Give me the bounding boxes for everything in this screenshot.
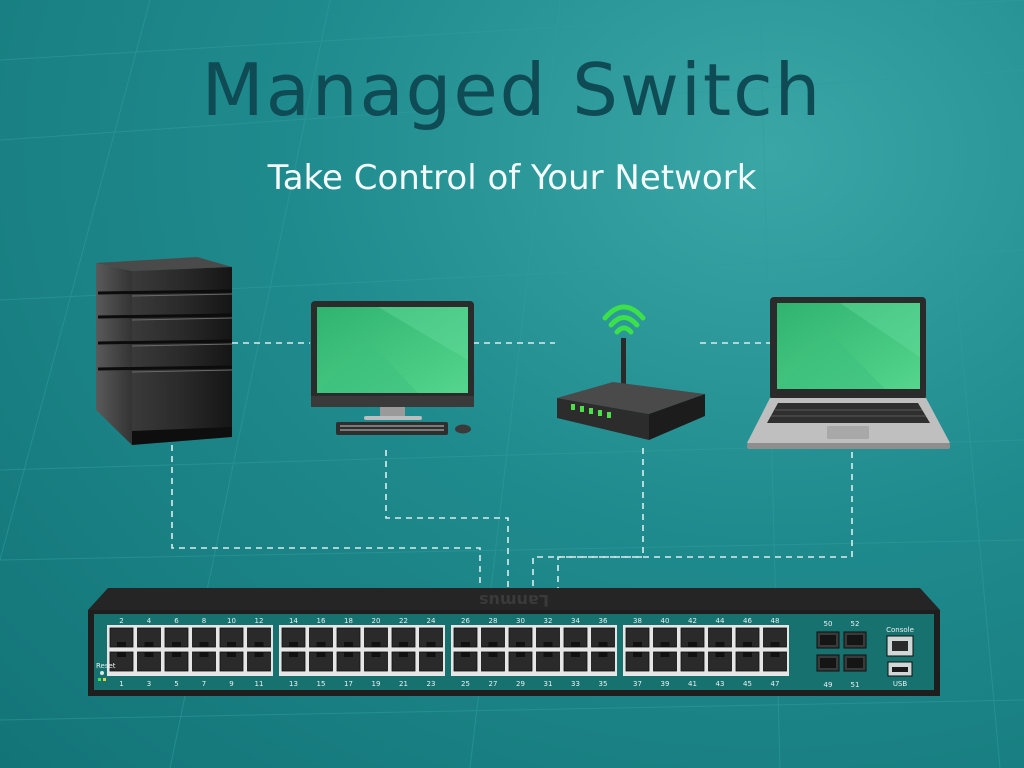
port-number-label: 38 [633, 617, 642, 625]
page-subtitle: Take Control of Your Network [267, 158, 757, 198]
port-number-label: 22 [399, 617, 408, 625]
laptop-icon [747, 297, 950, 449]
port-number-label: 17 [344, 680, 353, 688]
port-number-label: 19 [372, 680, 381, 688]
port-number-label: 39 [661, 680, 670, 688]
port-number-label: 14 [289, 617, 298, 625]
port-number-label: 2 [119, 617, 123, 625]
switch-brand: Lanmus [479, 591, 549, 610]
sfp-port-label: 51 [851, 681, 860, 689]
link-server-switch [171, 445, 481, 590]
port-number-label: 6 [174, 617, 179, 625]
port-number-label: 24 [427, 617, 436, 625]
port-number-label: 27 [489, 680, 498, 688]
usb-label: USB [893, 680, 908, 688]
port-number-label: 23 [427, 680, 436, 688]
port-number-label: 45 [743, 680, 752, 688]
port-number-label: 9 [229, 680, 233, 688]
port-number-label: 4 [147, 617, 152, 625]
port-group-4 [623, 625, 789, 676]
port-number-label: 7 [202, 680, 206, 688]
link-desktop-switch [385, 450, 509, 590]
port-number-label: 48 [771, 617, 780, 625]
link-router-switch [532, 448, 644, 590]
port-number-label: 8 [202, 617, 206, 625]
port-number-label: 18 [344, 617, 353, 625]
port-number-label: 37 [633, 680, 642, 688]
sfp-port-label: 52 [851, 620, 860, 628]
port-number-label: 10 [227, 617, 236, 625]
port-number-label: 33 [571, 680, 580, 688]
port-number-label: 1 [119, 680, 123, 688]
port-number-label: 11 [255, 680, 264, 688]
desktop-monitor-icon [311, 301, 474, 435]
reset-button[interactable] [100, 671, 104, 675]
port-number-label: 36 [599, 617, 608, 625]
port-number-label: 31 [544, 680, 553, 688]
port-number-label: 21 [399, 680, 408, 688]
port-number-label: 25 [461, 680, 470, 688]
port-number-label: 46 [743, 617, 752, 625]
page-title: Managed Switch [201, 48, 823, 132]
port-group-2 [279, 625, 445, 676]
port-number-label: 29 [516, 680, 525, 688]
port-number-label: 35 [599, 680, 608, 688]
port-number-label: 26 [461, 617, 470, 625]
port-number-label: 32 [544, 617, 553, 625]
port-number-label: 30 [516, 617, 525, 625]
wifi-router-icon [557, 304, 705, 440]
port-number-label: 5 [174, 680, 178, 688]
link-laptop-switch [557, 452, 853, 590]
wifi-signal-icon [602, 304, 646, 335]
console-label: Console [886, 626, 914, 634]
port-group-3 [451, 625, 617, 676]
port-number-label: 16 [317, 617, 326, 625]
port-number-label: 41 [688, 680, 697, 688]
port-number-label: 34 [571, 617, 580, 625]
port-number-label: 42 [688, 617, 697, 625]
server-tower-icon [96, 257, 233, 445]
port-number-label: 44 [716, 617, 725, 625]
reset-label: Reset [96, 662, 116, 670]
port-number-label: 13 [289, 680, 298, 688]
sfp-port-label: 50 [824, 620, 833, 628]
port-number-label: 3 [147, 680, 151, 688]
port-number-label: 20 [372, 617, 381, 625]
port-number-label: 12 [255, 617, 264, 625]
port-number-label: 47 [771, 680, 780, 688]
port-number-label: 40 [661, 617, 670, 625]
port-number-label: 28 [489, 617, 498, 625]
port-group-1 [107, 625, 273, 676]
port-number-label: 43 [716, 680, 725, 688]
port-number-label: 15 [317, 680, 326, 688]
sfp-port-label: 49 [824, 681, 833, 689]
